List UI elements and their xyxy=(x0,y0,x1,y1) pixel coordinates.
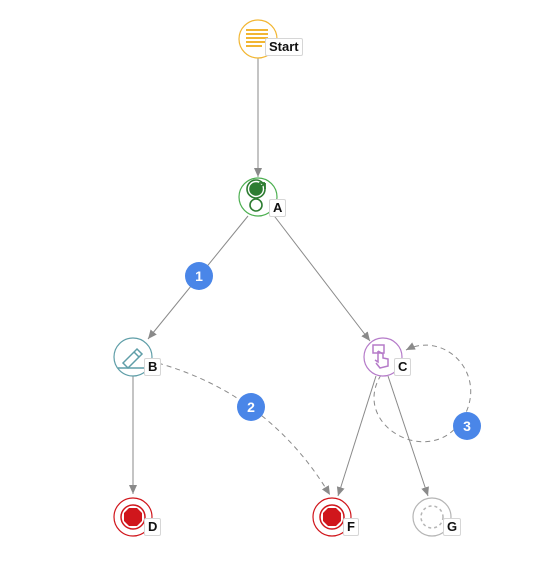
node-a-label: A xyxy=(269,199,287,217)
node-c-label: C xyxy=(394,358,412,376)
edge-c-self-loop-dashed[interactable] xyxy=(373,342,472,443)
badge-3-text: 3 xyxy=(463,418,471,434)
node-d[interactable] xyxy=(113,497,153,537)
stop-icon xyxy=(124,508,142,526)
badge-1[interactable]: 1 xyxy=(185,262,213,290)
edge-c-g[interactable] xyxy=(387,375,429,497)
node-g[interactable] xyxy=(412,497,452,537)
badge-1-text: 1 xyxy=(195,268,203,284)
node-c[interactable] xyxy=(363,337,403,377)
node-b[interactable] xyxy=(113,337,153,377)
touch-gesture-icon xyxy=(246,179,266,212)
node-d-label: D xyxy=(144,518,162,536)
pencil-icon xyxy=(118,347,148,370)
node-b-label: B xyxy=(144,358,162,376)
stop-icon xyxy=(323,508,341,526)
edge-c-f[interactable] xyxy=(336,375,377,497)
badge-3[interactable]: 3 xyxy=(453,412,481,440)
dashed-circle-icon xyxy=(420,505,444,529)
tap-select-icon xyxy=(372,344,389,369)
edges xyxy=(129,57,472,497)
node-a[interactable] xyxy=(238,177,278,217)
node-f-label: F xyxy=(343,518,359,536)
badge-2[interactable]: 2 xyxy=(237,393,265,421)
node-g-label: G xyxy=(443,518,462,536)
node-start-label: Start xyxy=(265,38,303,56)
badge-2-text: 2 xyxy=(247,399,255,415)
edge-a-c[interactable] xyxy=(271,212,371,342)
list-lines-icon xyxy=(246,29,268,47)
node-f[interactable] xyxy=(312,497,352,537)
edge-b-f-dashed[interactable] xyxy=(157,362,331,496)
